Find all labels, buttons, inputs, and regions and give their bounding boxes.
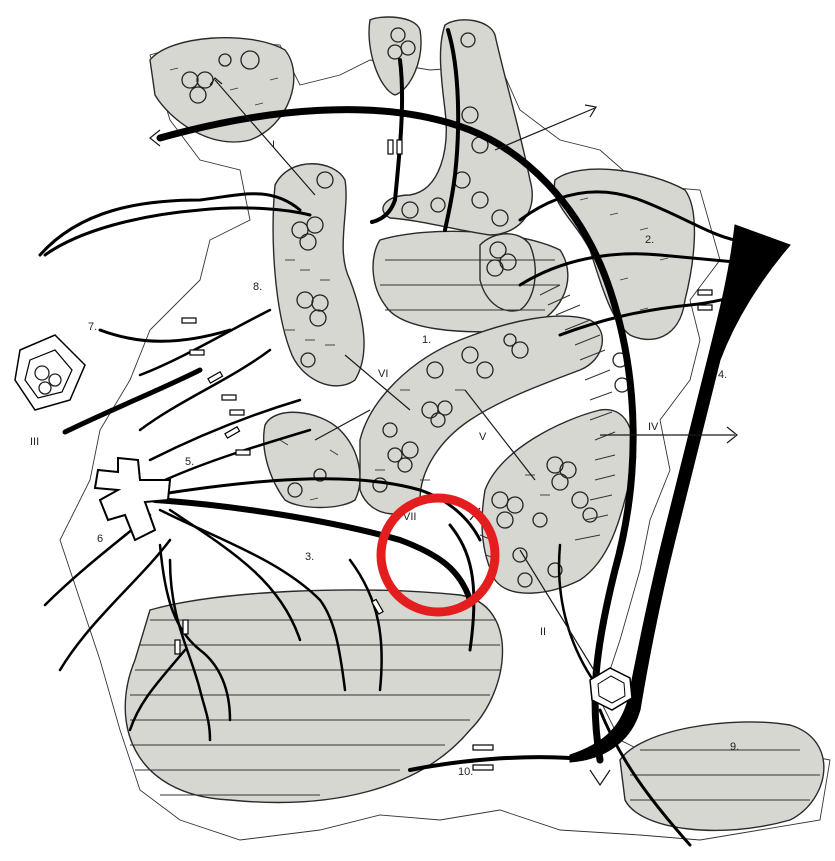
- avenue-south-arrow: [590, 770, 610, 785]
- label-roman-2: II: [540, 626, 546, 638]
- label-roman-6: VI: [378, 368, 388, 380]
- label-roman-5: V: [479, 431, 487, 443]
- label-roman-4: IV: [648, 421, 659, 433]
- zone-1-center: [373, 231, 568, 331]
- label-2: 2.: [645, 234, 654, 246]
- label-roman-1: I: [272, 139, 275, 151]
- zone-8: [273, 164, 364, 386]
- zone-5-left: [264, 412, 360, 507]
- hex-node-3: [15, 335, 85, 410]
- star-junction-6: [95, 458, 170, 540]
- label-1: 1.: [422, 334, 431, 346]
- label-9: 9.: [730, 741, 739, 753]
- label-3: 3.: [305, 551, 314, 563]
- label-10: 10.: [458, 766, 473, 778]
- label-7: 7.: [88, 321, 97, 333]
- label-6: 6: [97, 533, 103, 545]
- label-4: 4.: [718, 369, 727, 381]
- zone-bottom-large: [125, 590, 502, 802]
- label-5: 5.: [185, 456, 194, 468]
- label-8: 8.: [253, 281, 262, 293]
- zone-9: [620, 722, 824, 830]
- label-roman-3: III: [30, 436, 39, 448]
